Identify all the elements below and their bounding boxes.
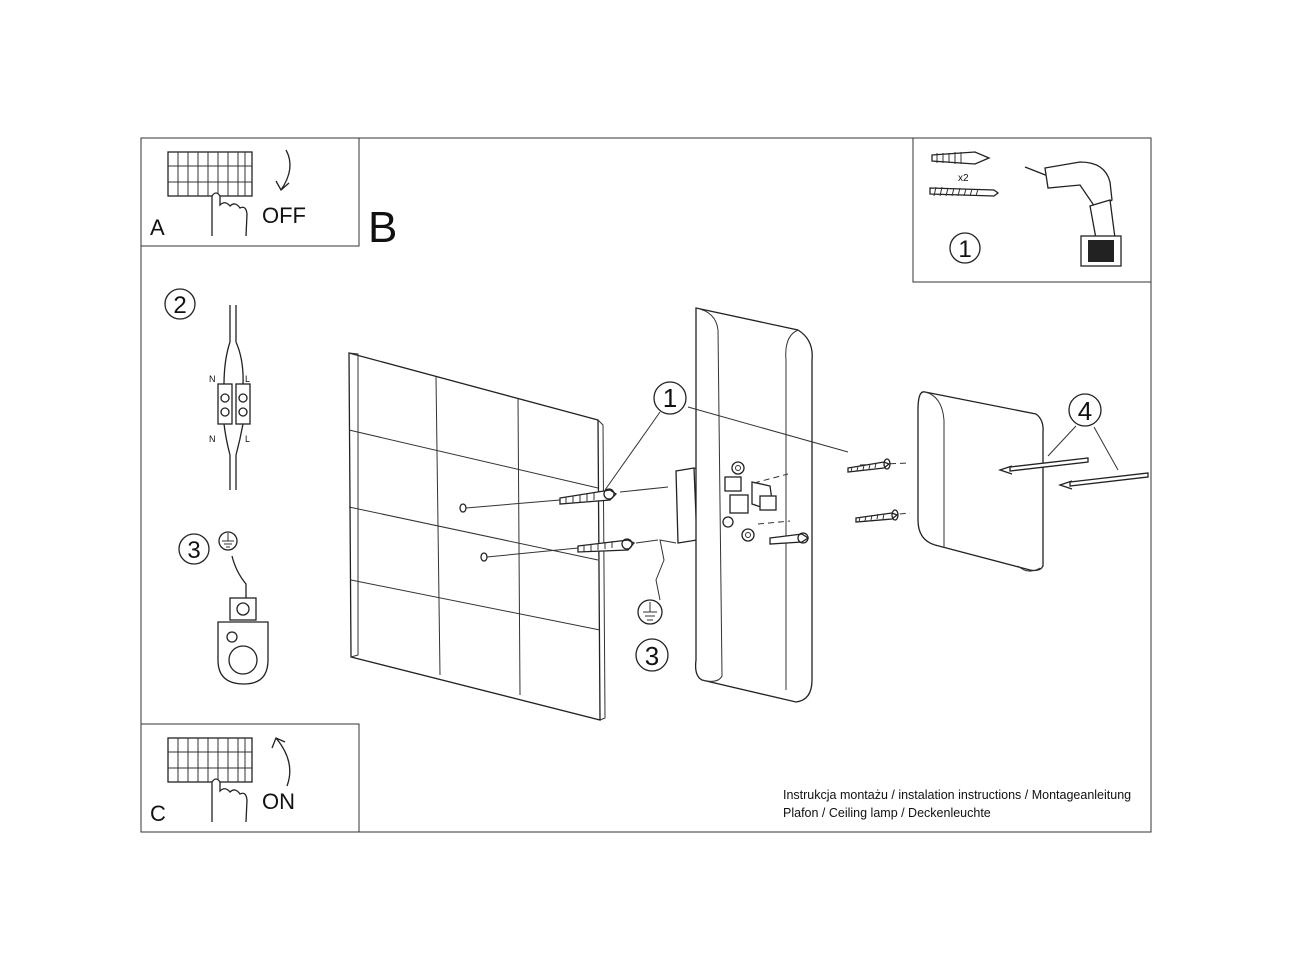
ground-wire: [231, 555, 247, 600]
panel-b-letter: B: [368, 203, 397, 252]
callout-4-arrows: [997, 425, 1149, 490]
step-1-badge: [949, 232, 981, 264]
lamp-screws: [753, 458, 911, 525]
callout-1-label: 1: [663, 383, 677, 413]
panel-c-letter: C: [150, 801, 166, 826]
footer-line-2: Plafon / Ceiling lamp / Deckenleuchte: [783, 806, 991, 820]
panel-c-action: ON: [262, 789, 295, 814]
panel-a-letter: A: [150, 215, 165, 240]
wires-top: [223, 305, 244, 386]
panel-a: OFF A: [140, 137, 360, 247]
callout-3-circle: [635, 638, 669, 672]
callout-4-circle: [1068, 393, 1102, 427]
bracket-hardware: [722, 461, 777, 542]
wall-tiles: [348, 352, 606, 721]
footer-line-1: Instrukcja montażu / instalation instruc…: [783, 788, 1132, 802]
tools-step-label: 1: [958, 236, 971, 263]
hand-icon-c: [211, 778, 248, 823]
callout-1-circle: [653, 381, 687, 415]
wall-plug-icon: [931, 151, 991, 165]
callout-4-label: 4: [1078, 396, 1092, 426]
arrow-down-icon: [275, 149, 291, 192]
mounting-plate: [694, 307, 813, 703]
breaker-box-icon-c: [167, 737, 253, 783]
wires-bottom: [223, 423, 244, 490]
ground-callout: [637, 599, 663, 625]
screw-icon: [929, 186, 1000, 197]
wiring-step: 2 N L N L: [164, 288, 251, 490]
multiplier-label: x2: [958, 173, 969, 184]
ground-step-label: 3: [187, 537, 200, 564]
ground-lug-icon: [217, 597, 269, 685]
terminal-top-right: L: [245, 374, 250, 384]
wall-plugs: [559, 486, 669, 553]
lamp-shade: [917, 391, 1044, 572]
tools-panel: x2 1: [912, 137, 1152, 283]
footer: Instrukcja montażu / instalation instruc…: [783, 786, 1131, 822]
plate-screw: [769, 532, 810, 545]
hand-icon: [211, 192, 248, 237]
terminal-top-left: N: [209, 374, 216, 384]
terminal-block-icon: [217, 383, 251, 425]
outer-frame: [140, 137, 1152, 833]
terminal-bottom-right: L: [245, 434, 250, 444]
ground-step: 3: [178, 531, 269, 685]
drill-icon: [1024, 161, 1122, 267]
panel-a-action: OFF: [262, 203, 306, 228]
callout-3-label: 3: [645, 641, 659, 671]
callout-1-leaders: [604, 406, 849, 491]
panel-c: ON C: [140, 723, 360, 833]
breaker-box-icon: [167, 151, 253, 197]
wiring-step-label: 2: [173, 292, 186, 319]
ground-symbol-icon: [218, 531, 238, 551]
terminal-bottom-left: N: [209, 434, 216, 444]
arrow-up-icon: [271, 737, 291, 787]
